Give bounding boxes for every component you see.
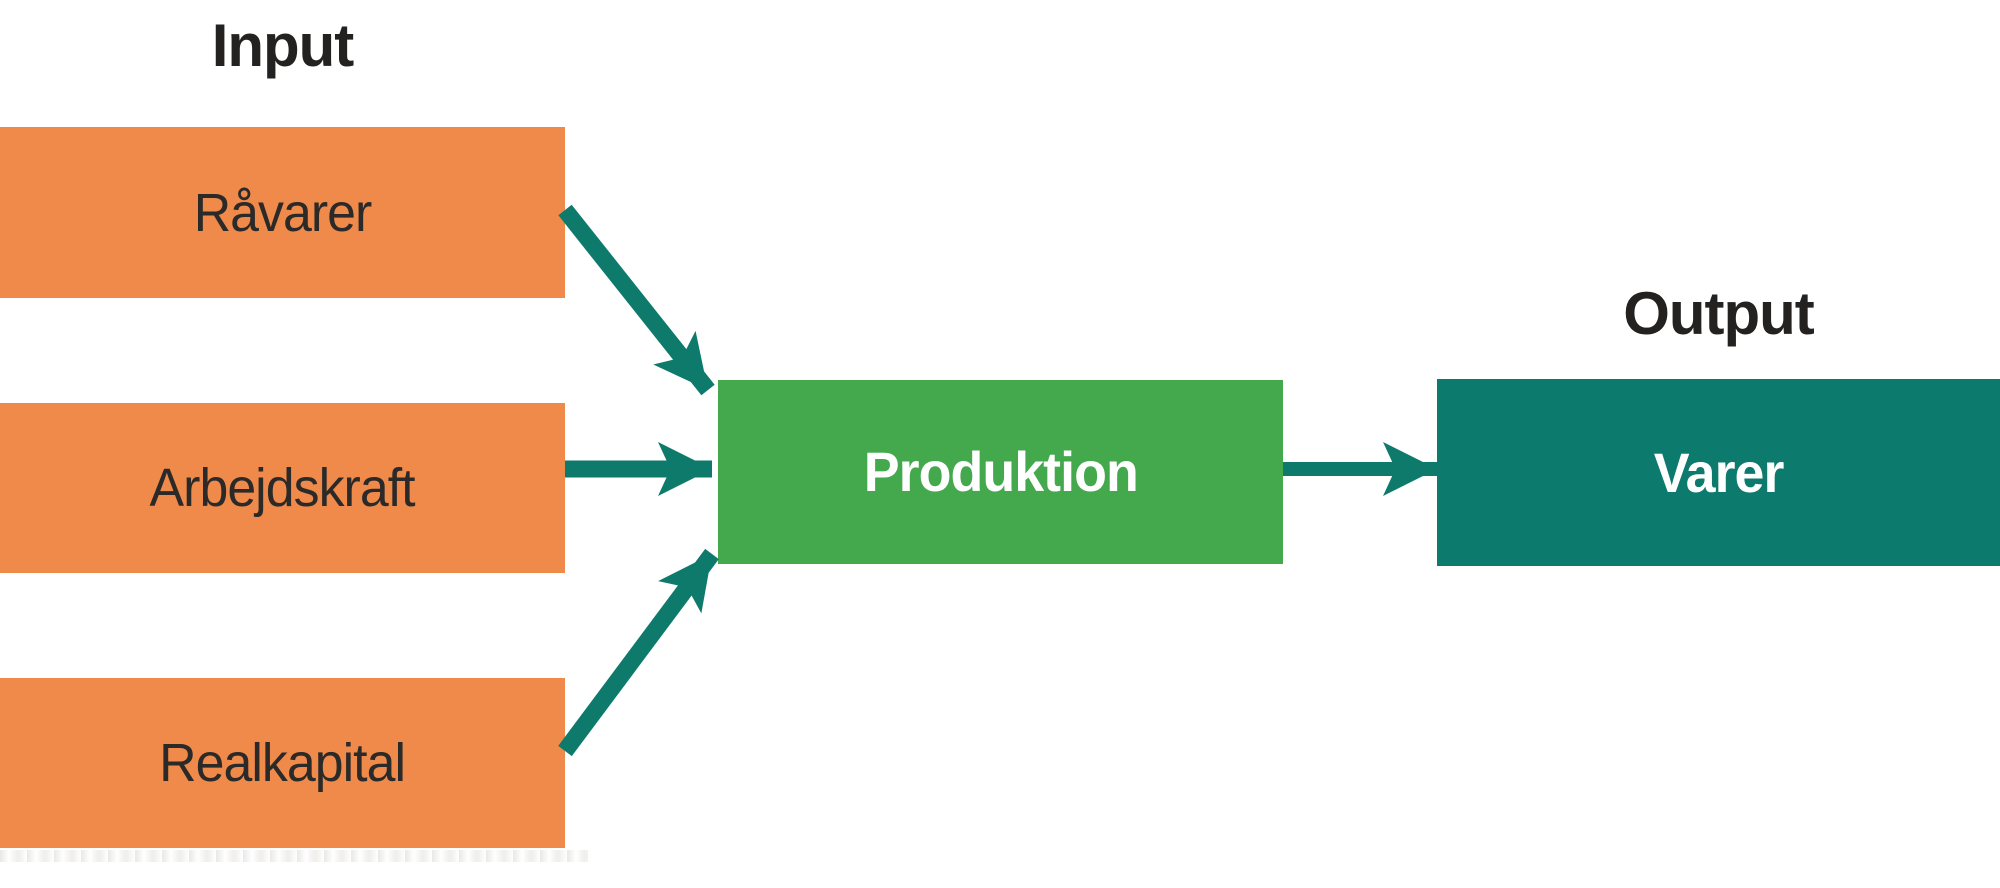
arrow-realkapital-to-produktion [558, 548, 719, 757]
input-box-arbejdskraft: Arbejdskraft [0, 403, 565, 573]
input-box-raavarer-label: Råvarer [193, 182, 373, 243]
input-box-raavarer: Råvarer [0, 127, 565, 298]
output-box-varer: Varer [1437, 379, 2000, 566]
input-box-realkapital-label: Realkapital [159, 733, 407, 793]
output-heading: Output [1623, 280, 1815, 347]
arrow-raavarer-to-produktion [558, 204, 715, 396]
process-box-produktion-label: Produktion [863, 440, 1138, 503]
input-box-arbejdskraft-label: Arbejdskraft [149, 458, 416, 518]
output-box-varer-label: Varer [1653, 440, 1785, 504]
input-heading: Input [211, 12, 355, 79]
input-box-realkapital: Realkapital [0, 678, 565, 848]
process-box-produktion: Produktion [718, 380, 1283, 564]
scan-artifact-strip [0, 850, 588, 862]
